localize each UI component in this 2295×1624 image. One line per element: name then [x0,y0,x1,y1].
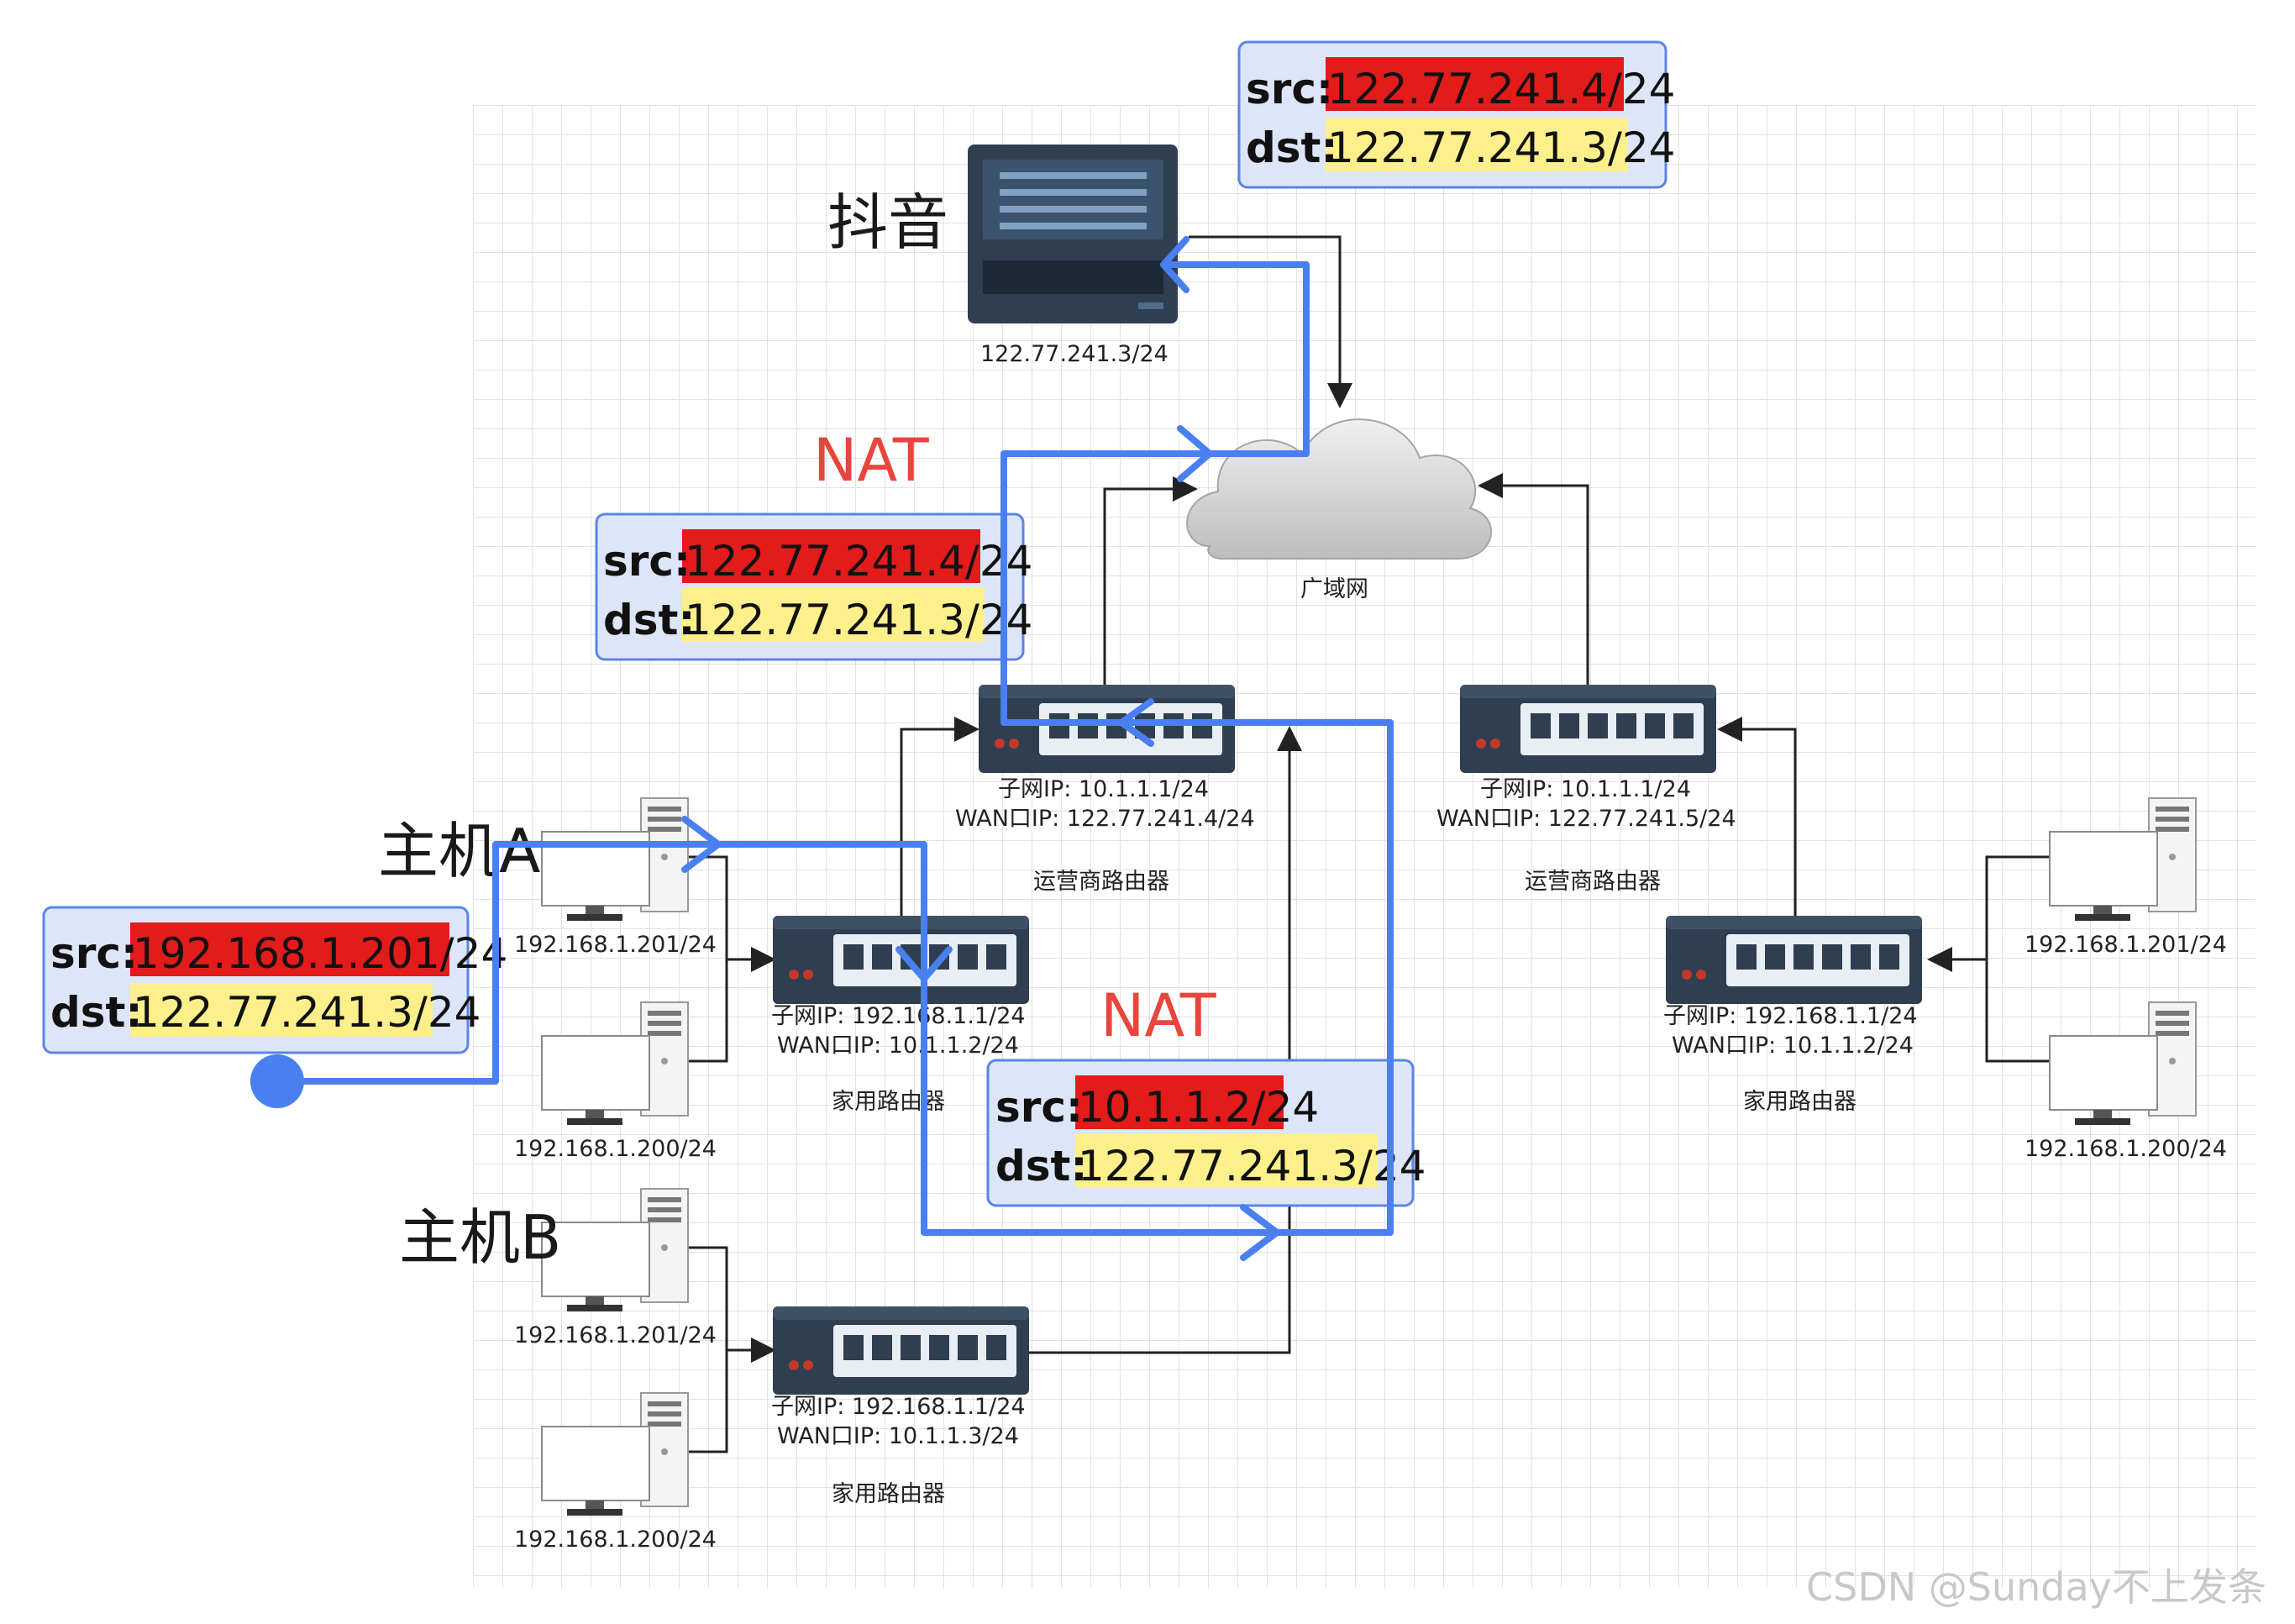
nat-label-top: NAT [813,426,929,495]
isp-left-wan: WAN口IP: 122.77.241.4/24 [955,806,1255,832]
isp-left-subnet: 子网IP: 10.1.1.1/24 [998,776,1209,802]
home-a-name: 家用路由器 [832,1089,945,1115]
isp-left-name: 运营商路由器 [1033,869,1169,895]
packet-box-home-nat: src: 10.1.1.2/24 dst: 122.77.241.3/24 [986,1059,1426,1207]
packet-host-dst: 122.77.241.3/24 [133,988,481,1037]
watermark: CSDN @Sunday不上发条 [1806,1564,2266,1610]
packet-isp-src-key: src: [603,537,691,586]
host-a1-ip: 192.168.1.201/24 [514,932,717,958]
home-right-subnet: 子网IP: 192.168.1.1/24 [1663,1003,1918,1029]
wan-label: 广域网 [1300,576,1368,602]
host-b-label: 主机B [399,1202,561,1273]
packet-host-src-key: src: [50,929,138,978]
host-r2-ip: 192.168.1.200/24 [2025,1136,2227,1162]
home-b-name: 家用路由器 [832,1481,945,1507]
server-device [968,145,1178,323]
isp-right-wan: WAN口IP: 122.77.241.5/24 [1436,806,1736,832]
packet-box-isp-nat: src: 122.77.241.4/24 dst: 122.77.241.3/2… [595,512,1032,661]
home-right-wan: WAN口IP: 10.1.1.2/24 [1672,1033,1914,1059]
connection-lines [655,235,2054,1453]
isp-router-right [1460,685,1716,773]
packet-server-src: 122.77.241.4/24 [1327,65,1675,113]
server-ip: 122.77.241.3/24 [980,341,1169,367]
packet-home-dst: 122.77.241.3/24 [1078,1142,1426,1190]
host-r1-ip: 192.168.1.201/24 [2025,932,2227,958]
home-a-wan: WAN口IP: 10.1.1.2/24 [777,1033,1019,1059]
home-right-name: 家用路由器 [1743,1089,1856,1115]
isp-router-left [979,685,1235,773]
packet-isp-dst: 122.77.241.3/24 [685,596,1032,644]
packet-box-host: src: 192.168.1.201/24 dst: 122.77.241.3/… [42,906,507,1054]
packet-home-dst-key: dst: [995,1142,1087,1190]
packet-host-dst-key: dst: [50,988,142,1037]
home-b-subnet: 子网IP: 192.168.1.1/24 [771,1394,1026,1420]
home-router-right [1666,916,1922,1004]
packet-server-src-key: src: [1246,65,1333,113]
home-router-a [773,916,1029,1004]
isp-right-subnet: 子网IP: 10.1.1.1/24 [1480,776,1691,802]
packet-server-dst-key: dst: [1246,124,1337,172]
path-start-dot [250,1054,304,1108]
home-router-b [773,1306,1029,1395]
host-a2-ip: 192.168.1.200/24 [514,1136,717,1162]
host-b1-ip: 192.168.1.201/24 [514,1322,717,1348]
packet-host-src: 192.168.1.201/24 [133,929,507,978]
packet-path [274,236,1394,1261]
nat-label-bottom: NAT [1100,981,1216,1050]
isp-right-name: 运营商路由器 [1525,869,1661,895]
home-b-wan: WAN口IP: 10.1.1.3/24 [777,1423,1019,1449]
packet-home-src: 10.1.1.2/24 [1078,1083,1319,1132]
packet-isp-src: 122.77.241.4/24 [685,537,1032,586]
host-b2-ip: 192.168.1.200/24 [514,1527,717,1553]
packet-server-dst: 122.77.241.3/24 [1327,124,1675,172]
host-a-label: 主机A [378,816,540,886]
home-a-subnet: 子网IP: 192.168.1.1/24 [771,1003,1026,1029]
packet-isp-dst-key: dst: [603,596,695,644]
server-label: 抖音 [827,187,948,258]
packet-home-src-key: src: [995,1083,1083,1132]
packet-box-server: src: 122.77.241.4/24 dst: 122.77.241.3/2… [1237,40,1675,189]
